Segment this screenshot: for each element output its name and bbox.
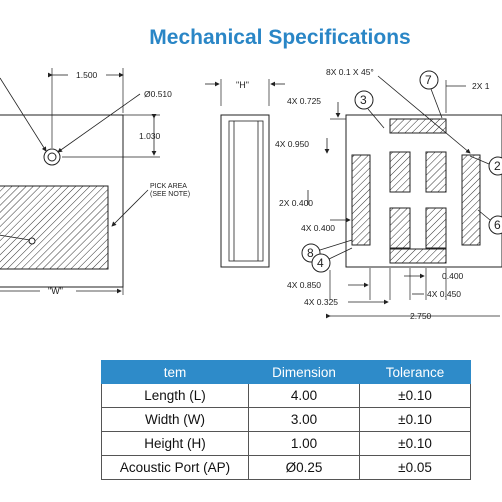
top-view-outline xyxy=(0,114,124,288)
bottom-view xyxy=(307,75,502,319)
callout-8: 8 xyxy=(307,246,314,260)
dim-port-dia: Ø0.510 xyxy=(144,89,172,99)
page-title: Mechanical Specifications xyxy=(149,26,411,49)
dim-0400b: 0.400 xyxy=(442,271,464,281)
callout-6: 6 xyxy=(494,218,501,232)
table-row: Height (H) 1.00 ±0.10 xyxy=(101,431,471,456)
pad-center-4 xyxy=(425,207,447,249)
acoustic-port-outer xyxy=(43,148,61,166)
dim-0950: 4X 0.950 xyxy=(275,139,309,149)
table-row: Width (W) 3.00 ±0.10 xyxy=(101,407,471,432)
callouts xyxy=(301,70,502,273)
cell-dimension: 1.00 xyxy=(248,431,360,456)
cell-tolerance: ±0.10 xyxy=(359,383,471,408)
top-view xyxy=(0,68,160,295)
pad-top xyxy=(389,118,447,134)
pick-area-note: (SEE NOTE) xyxy=(150,191,190,198)
cell-tolerance: ±0.05 xyxy=(359,455,471,480)
dim-0450: 4X 0.450 xyxy=(427,289,461,299)
table-row: Acoustic Port (AP) Ø0.25 ±0.05 xyxy=(101,455,471,480)
callout-7: 7 xyxy=(425,73,432,87)
header-dimension: Dimension xyxy=(248,360,360,384)
dim-2x1: 2X 1 xyxy=(472,81,490,91)
acoustic-port-inner xyxy=(47,152,57,162)
cell-item: Width (W) xyxy=(101,407,249,432)
cell-dimension: Ø0.25 xyxy=(248,455,360,480)
dim-0325: 4X 0.325 xyxy=(304,297,338,307)
cell-item: Height (H) xyxy=(101,431,249,456)
dim-2x0400: 2X 0.400 xyxy=(279,198,313,208)
height-label: "H" xyxy=(236,80,249,90)
cell-item: Length (L) xyxy=(101,383,249,408)
dim-4x0400: 4X 0.400 xyxy=(301,223,335,233)
pad-center-3 xyxy=(389,207,411,249)
header-tolerance: Tolerance xyxy=(359,360,471,384)
table-row: Length (L) 4.00 ±0.10 xyxy=(101,383,471,408)
pick-area xyxy=(0,185,109,270)
pad-left xyxy=(351,154,371,246)
callout-2: 2 xyxy=(494,159,501,173)
side-view xyxy=(205,79,285,268)
callout-4: 4 xyxy=(317,256,324,270)
width-label: "W" xyxy=(48,286,63,296)
cell-item: Acoustic Port (AP) xyxy=(101,455,249,480)
dim-0850: 4X 0.850 xyxy=(287,280,321,290)
spec-table: tem Dimension Tolerance Length (L) 4.00 … xyxy=(101,360,471,480)
pad-center-1 xyxy=(389,151,411,193)
pad-right xyxy=(461,154,481,246)
cell-dimension: 3.00 xyxy=(248,407,360,432)
pad-center-2 xyxy=(425,151,447,193)
side-view-outline xyxy=(220,114,270,268)
pad-bottom xyxy=(389,248,447,264)
pick-center xyxy=(28,237,36,245)
callout-3: 3 xyxy=(360,93,367,107)
cell-dimension: 4.00 xyxy=(248,383,360,408)
dim-1030: 1.030 xyxy=(139,131,161,141)
pick-area-label: PICK AREA xyxy=(150,183,187,190)
dim-1500: 1.500 xyxy=(76,70,98,80)
dim-2750: 2.750 xyxy=(410,311,432,321)
dim-0725: 4X 0.725 xyxy=(287,96,321,106)
spec-table-header: tem Dimension Tolerance xyxy=(101,360,471,384)
header-item: tem xyxy=(101,360,249,384)
cell-tolerance: ±0.10 xyxy=(359,431,471,456)
dim-chamfer: 8X 0.1 X 45° xyxy=(326,67,374,77)
cell-tolerance: ±0.10 xyxy=(359,407,471,432)
